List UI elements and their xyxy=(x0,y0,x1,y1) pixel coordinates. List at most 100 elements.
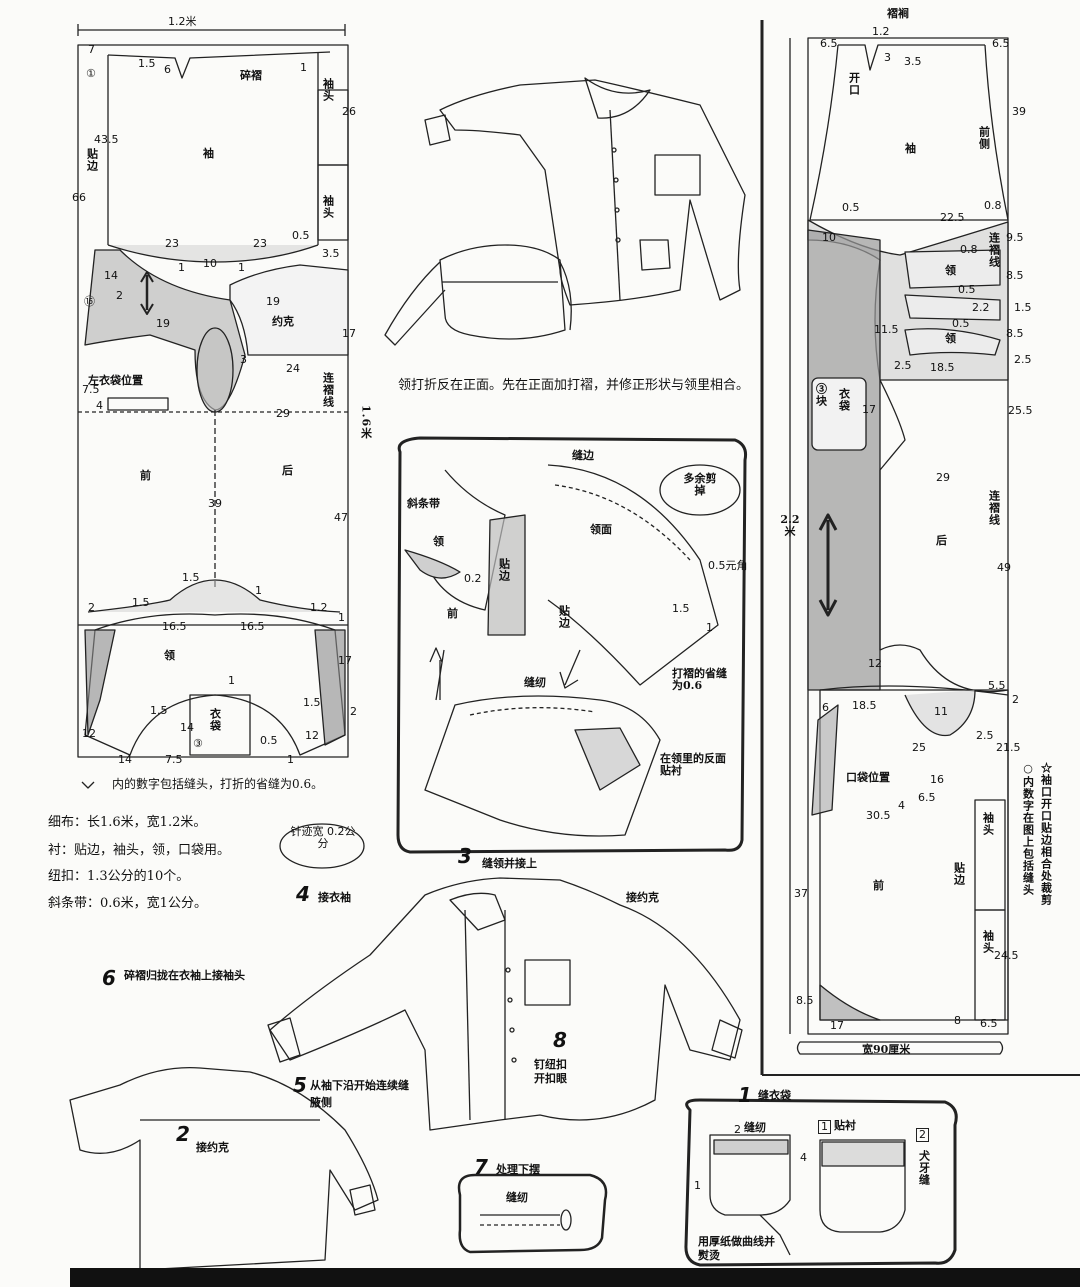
num-a-45: 2 xyxy=(350,705,357,718)
lb-front-side: 前侧 xyxy=(977,126,991,150)
num-a-31: 16.5 xyxy=(240,620,265,633)
num-a-41: 7.5 xyxy=(165,753,183,766)
cd-seam-edge: 缝边 xyxy=(572,449,594,462)
shirt-back-sketch xyxy=(384,244,572,346)
num-a-43: 1 xyxy=(287,753,294,766)
num-b-22: 17 xyxy=(862,403,876,416)
num-a-42: 0.5 xyxy=(260,734,278,747)
circled-15: ⑮ xyxy=(84,295,95,308)
step-2-number: 2 xyxy=(176,1122,190,1146)
num-a-8: 23 xyxy=(253,237,267,250)
num-b-42: 17 xyxy=(830,1019,844,1032)
lb-pocket: 衣袋 xyxy=(837,388,851,412)
num-a-5: 43.5 xyxy=(94,133,119,146)
label-gather: 碎褶 xyxy=(240,69,262,82)
num-b-40: 24.5 xyxy=(994,949,1019,962)
num-b-31: 6 xyxy=(822,701,829,714)
materials-interfacing: 衬：贴边，袖头，领，口袋用。 xyxy=(48,843,231,858)
cd-front: 前 xyxy=(447,607,458,620)
num-a-22: 7.5 xyxy=(82,383,100,396)
pocket-num-4: 4 xyxy=(800,1151,807,1164)
num-a-24: 39 xyxy=(208,497,222,510)
step-4-text: 接衣袖 xyxy=(318,891,351,904)
layout-b-title: 褶裥 xyxy=(887,7,909,20)
num-a-34: 17 xyxy=(338,654,352,667)
layout-a-height: 1.6米 xyxy=(359,405,373,440)
num-a-36: 1 xyxy=(228,674,235,687)
num-a-9: 0.5 xyxy=(292,229,310,242)
layout-b-width: 宽90厘米 xyxy=(862,1043,911,1056)
num-a-4: 26 xyxy=(342,105,356,118)
num-b-41: 8.5 xyxy=(796,994,814,1007)
num-a-16: 19 xyxy=(156,317,170,330)
num-a-25: 47 xyxy=(334,511,348,524)
yoke-join-label: 接约克 xyxy=(626,891,659,904)
cd-interfacing: 在领里的反面贴衬 xyxy=(660,752,726,777)
num-b-37: 4 xyxy=(898,799,905,812)
step-3-text: 缝领并接上 xyxy=(482,857,537,870)
cd-num-02: 0.2 xyxy=(464,572,482,585)
num-a-2: 6 xyxy=(164,63,171,76)
num-a-37: 1.5 xyxy=(303,696,321,709)
step-7-number: 7 xyxy=(474,1155,488,1179)
layout-b-drawing xyxy=(789,37,1009,1055)
num-a-21: 29 xyxy=(276,407,290,420)
num-b-32: 25 xyxy=(912,741,926,754)
bottom-border-decoration xyxy=(70,1268,1080,1287)
shirt-front-sketch xyxy=(424,77,746,306)
cd-collar: 领 xyxy=(433,535,444,548)
materials-fabric: 细布：长1.6米，宽1.2米。 xyxy=(48,815,207,830)
lb-facing: 贴边 xyxy=(952,862,966,886)
pocket-box-2: 2 xyxy=(916,1128,929,1142)
num-b-1: 1.2 xyxy=(872,25,890,38)
pocket-stitch-label: 缝纫 xyxy=(744,1121,766,1134)
num-a-32: 1.2 xyxy=(310,601,328,614)
step-1-text: 缝衣袋 xyxy=(758,1089,791,1102)
pocket-num-1: 1 xyxy=(694,1179,701,1192)
num-b-2: 3 xyxy=(884,51,891,64)
label-left-pocket-position: 左衣袋位置 xyxy=(88,374,143,387)
num-b-23: 25.5 xyxy=(1008,404,1033,417)
step-6-text: 碎褶归拢在衣袖上接袖头 xyxy=(124,969,245,982)
step-1-number: 1 xyxy=(738,1083,752,1107)
layout-a-footnote: 内的數字包括缝头，打折的省缝为0.6。 xyxy=(112,777,324,791)
num-b-29: 11 xyxy=(934,705,948,718)
lb-back: 后 xyxy=(936,534,947,547)
collar-instruction: 领打折反在正面。先在正面加打褶，并修正形状与领里相合。 xyxy=(398,378,750,393)
num-b-12: 8.5 xyxy=(1006,269,1024,282)
num-b-33: 2.5 xyxy=(976,729,994,742)
num-b-7: 22.5 xyxy=(940,211,965,224)
num-a-40: 14 xyxy=(118,753,132,766)
label-facing: 贴边 xyxy=(85,148,99,172)
num-a-33: 1 xyxy=(338,611,345,624)
num-b-44: 6.5 xyxy=(980,1017,998,1030)
pocket-num-2: 2 xyxy=(734,1123,741,1136)
pocket-box-1: 1 xyxy=(818,1120,831,1134)
step-8-text: 钉纽扣开扣眼 xyxy=(534,1058,567,1085)
num-b-0: 6.5 xyxy=(820,37,838,50)
num-a-19: 3 xyxy=(240,353,247,366)
cd-facing-2: 贴边 xyxy=(557,605,571,629)
cd-num-1: 1 xyxy=(706,621,713,634)
cd-dart: 打褶的省缝为0.6 xyxy=(672,667,727,692)
step-8-number: 8 xyxy=(553,1028,567,1052)
num-b-13: 0.5 xyxy=(958,283,976,296)
num-a-38: 14 xyxy=(180,721,194,734)
lb-pocket-position: 口袋位置 xyxy=(846,771,890,784)
step-7-text: 处理下摆 xyxy=(496,1163,540,1176)
num-a-28: 2 xyxy=(88,601,95,614)
num-a-0: 7 xyxy=(88,43,95,56)
pocket-curve-note: 用厚纸做曲线并熨烫 xyxy=(698,1235,775,1263)
cd-bias-tape: 斜条带 xyxy=(407,497,440,510)
layout-b-height: 2.2米 xyxy=(780,513,800,538)
lb-cuff-1: 袖头 xyxy=(981,812,995,836)
layout-b-side-note-2: ○内数字在图上包括缝头 xyxy=(1021,762,1035,896)
cd-collar-face: 领面 xyxy=(590,523,612,536)
pocket-interface-label: 贴衬 xyxy=(834,1119,856,1132)
label-sleeve: 袖 xyxy=(203,147,214,160)
cd-num-15: 1.5 xyxy=(672,602,690,615)
lb-front: 前 xyxy=(873,879,884,892)
num-a-15: 2 xyxy=(116,289,123,302)
step-3-number: 3 xyxy=(458,844,472,868)
num-a-39: 12 xyxy=(82,727,96,740)
